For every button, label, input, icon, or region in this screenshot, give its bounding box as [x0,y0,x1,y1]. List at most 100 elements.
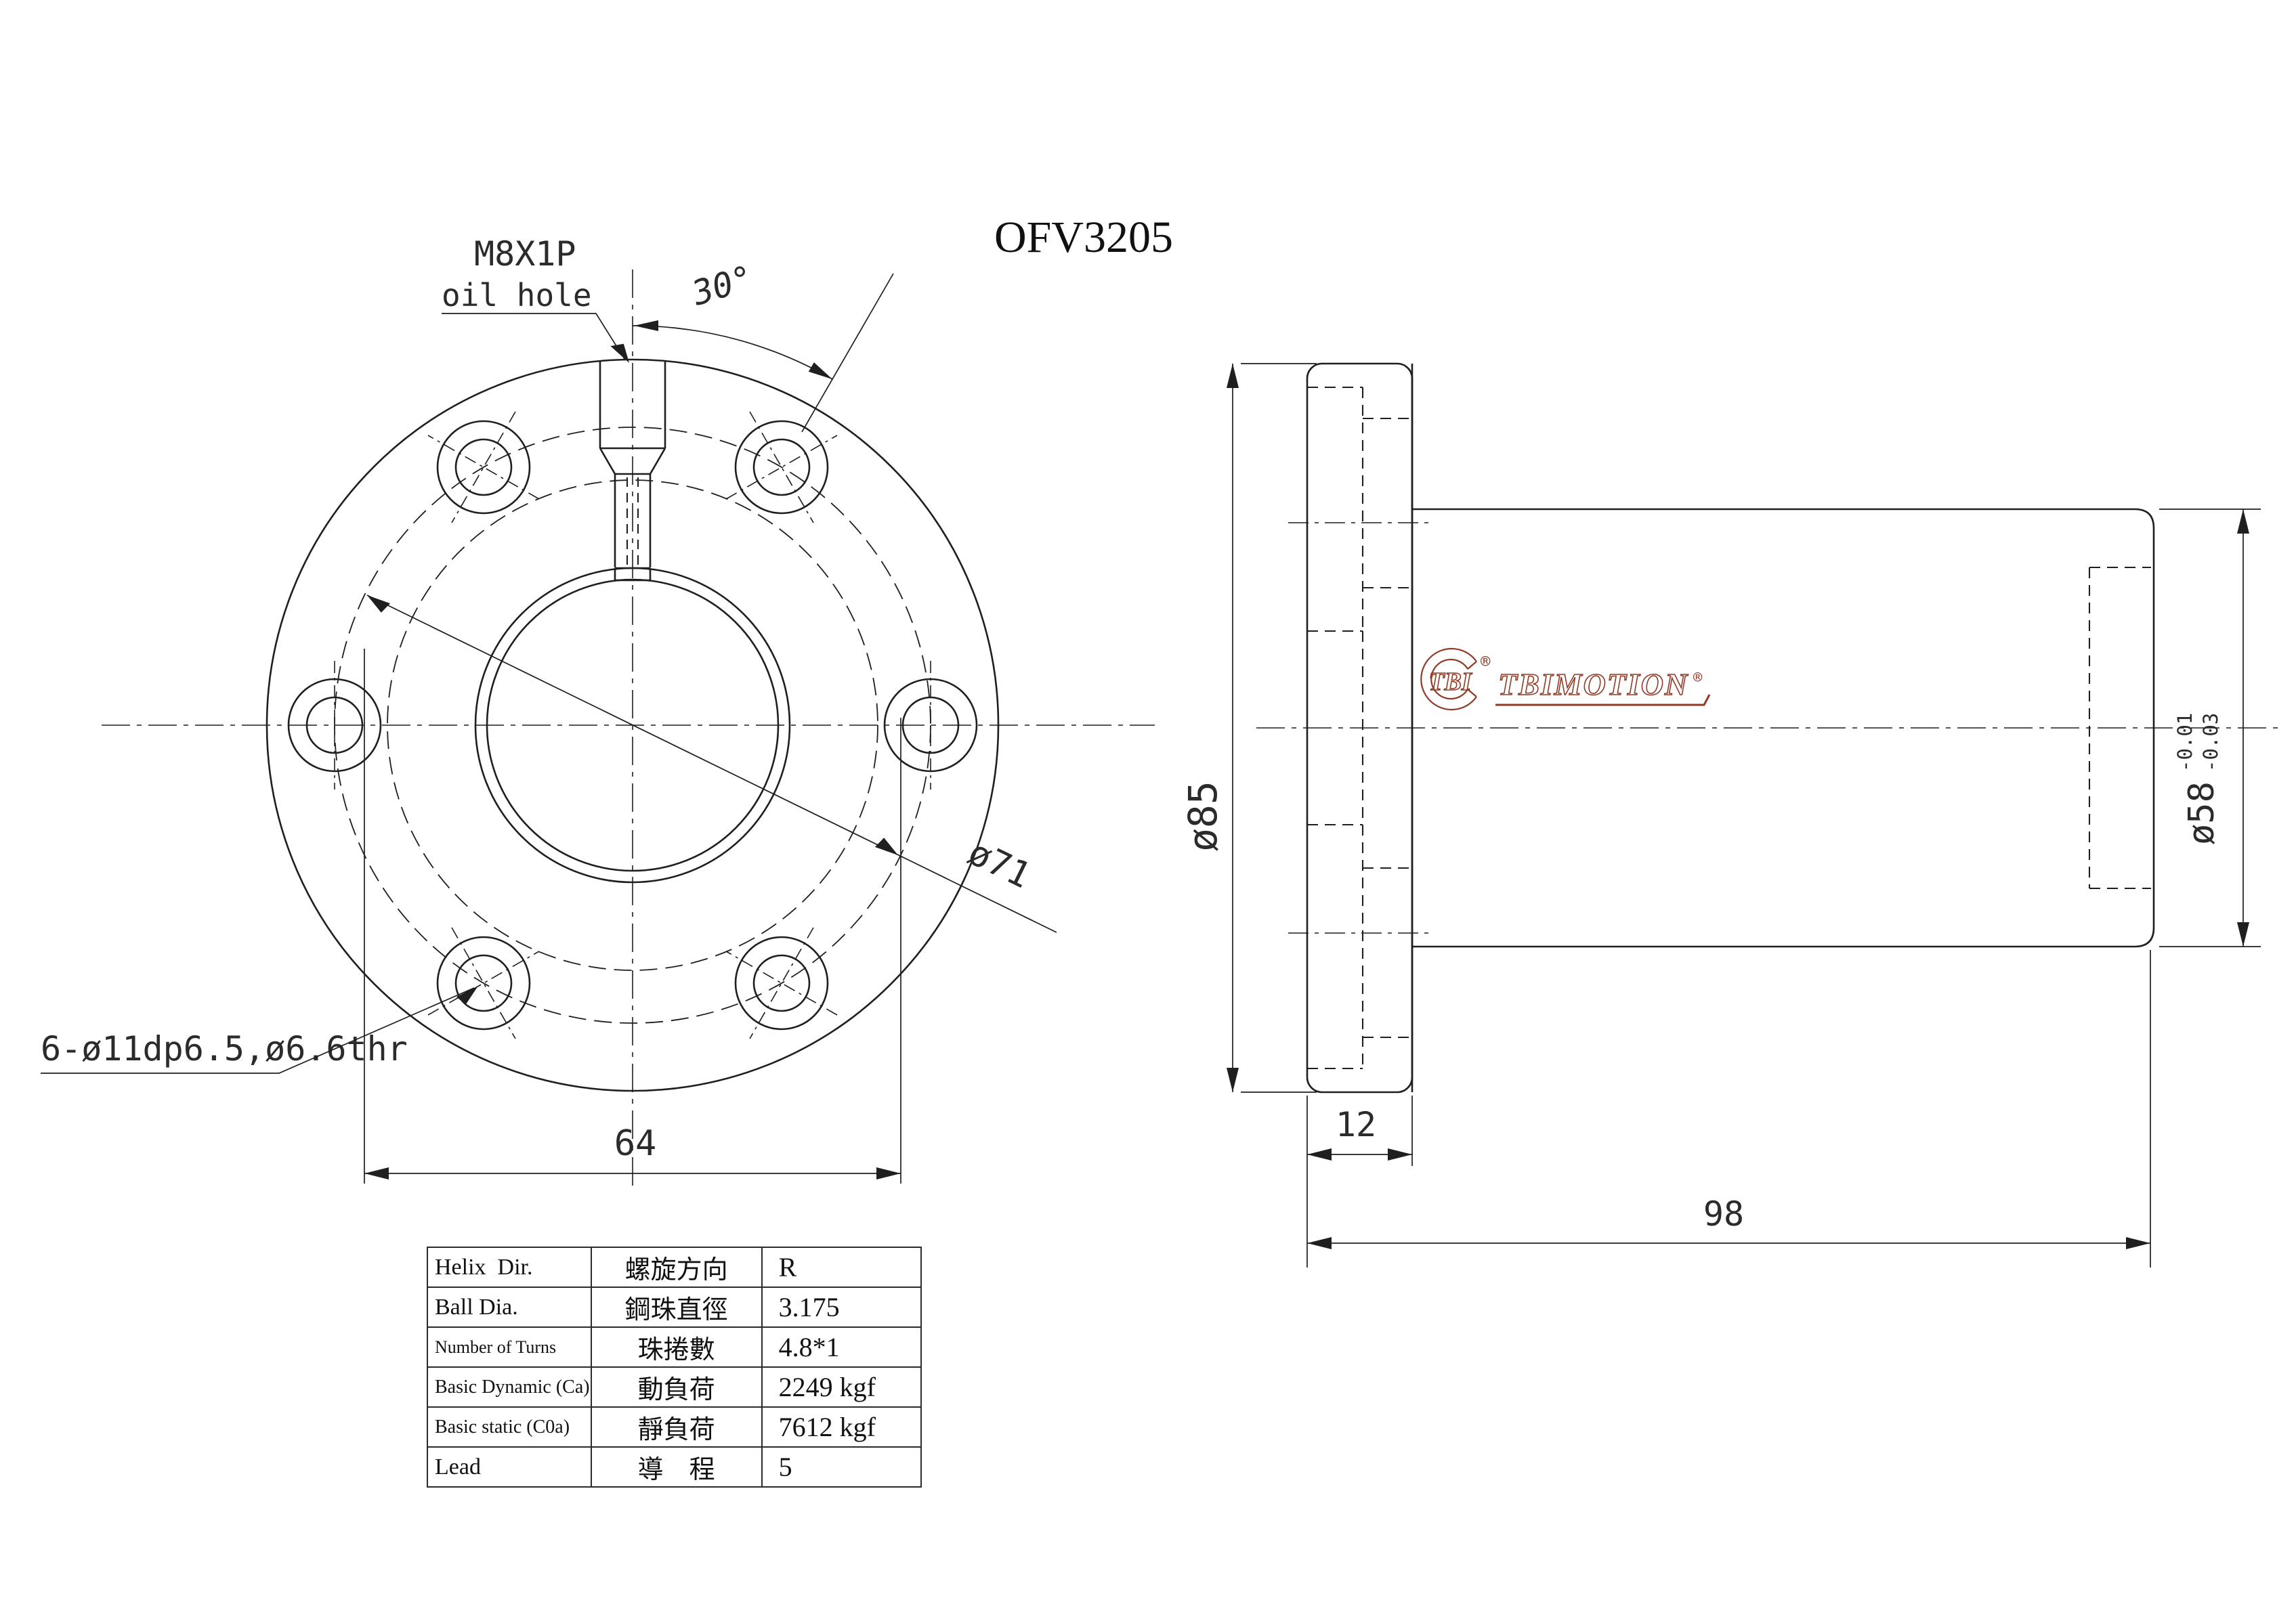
logo-ring-outer [1420,647,1477,711]
bolt-counterbore-hidden-top [1307,386,1364,632]
bolt-hole-spec-annotation: 6-ø11dp6.5,ø6.6thr [41,986,478,1074]
spec-value: R [761,1247,922,1288]
width-dimension: 64 [364,649,901,1184]
angle-arrow-right [808,362,832,379]
spec-value: 2249 kgf [761,1366,922,1408]
body-dia-tol-lower: -0.03 [2199,713,2222,772]
logo-ring-inner [1430,658,1468,700]
tbimotion-logo: TBI ® TBIMOTION ® [1420,647,1711,711]
oil-hole-taper [599,448,666,475]
oil-hole-feature [599,362,666,582]
body-dia-tol-upper: -0.01 [2173,713,2196,772]
bolt-hole [427,411,540,523]
brand-registered-icon: ® [1693,670,1703,687]
flange-dia-arrow-top [1227,364,1239,388]
angle-dim-text: 30° [687,258,757,313]
front-view: M8X1P oil hole 30° ø71 6-ø11dp6.5,ø6.6th… [41,234,1155,1186]
brand-name-text: TBIMOTION [1498,667,1688,701]
body-dia-text-group: ø58 -0.01 -0.03 [2173,713,2222,845]
spec-label-zh: 鋼珠直徑 [590,1287,763,1328]
oil-hole-leader-line [442,313,625,360]
bolt-hole [725,927,838,1039]
bolt-circle-dimension: ø71 [366,594,1057,933]
angle-arrow-left [634,320,658,331]
flange-dia-extension-lines [1241,363,1317,1093]
spec-label-zh: 珠捲數 [590,1326,763,1368]
angle-annotation: 30° [632,258,894,433]
total-length-text: 98 [1703,1194,1744,1234]
total-length-arrow-right [2126,1237,2150,1249]
table-row: Lead 導 程 5 [427,1446,922,1488]
spec-value: 5 [761,1446,922,1488]
total-length-extension-lines [1306,950,2151,1268]
flange-dia-dimension: ø85 [1180,363,1317,1093]
width-extension-lines [364,649,901,1184]
body-outline [1412,508,2155,948]
bolt-counterbore-hidden-bottom [1307,823,1364,1070]
bolt-hole-spec-text: 6-ø11dp6.5,ø6.6thr [41,1029,408,1068]
bolt-hole [725,411,838,523]
bolt-circle-dim-line [366,594,1057,933]
bolt-hole-spec-arrow [456,986,478,1005]
bolt-circle-dim-text: ø71 [962,832,1037,896]
oil-hole-spec-label: M8X1P [474,234,576,274]
body-hidden-circle [387,479,878,971]
bolt-hole [427,927,540,1039]
spec-label-zh: 螺旋方向 [590,1247,763,1288]
table-row: Ball Dia. 鋼珠直徑 3.175 [427,1287,922,1328]
body-end-recess-hidden [2088,566,2151,890]
spec-label-en: Helix Dir. [427,1247,592,1288]
table-row: Number of Turns 珠捲數 4.8*1 [427,1326,922,1368]
drawing-title: OFV3205 [994,213,1173,262]
width-dim-text: 64 [614,1123,657,1164]
body-dia-extension-lines [2159,509,2261,947]
spec-table: Helix Dir. 螺旋方向 R Ball Dia. 鋼珠直徑 3.175 N… [427,1247,922,1488]
bolt-hole-spec-leader [41,987,475,1074]
table-row: Basic static (C0a) 靜負荷 7612 kgf [427,1406,922,1448]
spec-label-zh: 靜負荷 [590,1406,763,1448]
bolt-hole [287,661,382,790]
spec-label-zh: 導 程 [590,1446,763,1488]
flange-thickness-arrow-left [1307,1148,1332,1161]
brand-underline [1495,694,1711,706]
spec-label-en: Ball Dia. [427,1287,592,1328]
flange-dia-arrow-bottom [1227,1068,1239,1092]
logo-mark-text: TBI [1428,668,1472,696]
body-dia-text: ø58 [2182,781,2222,845]
width-arrow-left [364,1167,389,1180]
body-dia-arrow-bottom [2237,922,2249,947]
oil-hole-tube [614,474,652,567]
side-view: TBI ® TBIMOTION ® ø85 ø58 -0.01 -0.03 [1180,362,2279,1268]
bolt-through-hidden-top [1363,417,1412,589]
oil-hole-bore-notch [614,567,652,582]
bolt-circle-arrow-upper [367,595,391,613]
spec-value: 4.8*1 [761,1326,922,1368]
oil-hole-leader-arrow [610,343,629,363]
flange-thickness-arrow-right [1388,1148,1412,1161]
spec-label-en: Basic Dynamic (Ca) [427,1366,592,1408]
flange-thickness-dimension: 12 [1307,1096,1413,1166]
spec-value: 7612 kgf [761,1406,922,1448]
logo-ring-ends [1467,661,1477,697]
table-row: Helix Dir. 螺旋方向 R [427,1247,922,1288]
spec-label-en: Lead [427,1446,592,1488]
total-length-dimension: 98 [1306,950,2151,1268]
body-dia-arrow-top [2237,509,2249,534]
body-dia-dimension: ø58 -0.01 -0.03 [2159,509,2261,947]
total-length-arrow-left [1307,1237,1332,1249]
flange-hidden-bolt-holes [1288,386,1432,1070]
bolt-through-hidden-bottom [1363,867,1412,1039]
spec-value: 3.175 [761,1287,922,1328]
oil-hole-annotation: M8X1P oil hole [442,234,629,363]
bolt-circle-arrow-lower [874,838,898,855]
width-arrow-right [876,1167,901,1180]
flange-dia-text: ø85 [1180,781,1226,852]
angle-extension-line [801,273,894,433]
oil-hole-counterbore [599,362,666,450]
spec-label-zh: 動負荷 [590,1366,763,1408]
spec-label-en: Basic static (C0a) [427,1406,592,1448]
angle-arc [632,325,833,380]
bolt-circle-dashed [334,427,931,1024]
